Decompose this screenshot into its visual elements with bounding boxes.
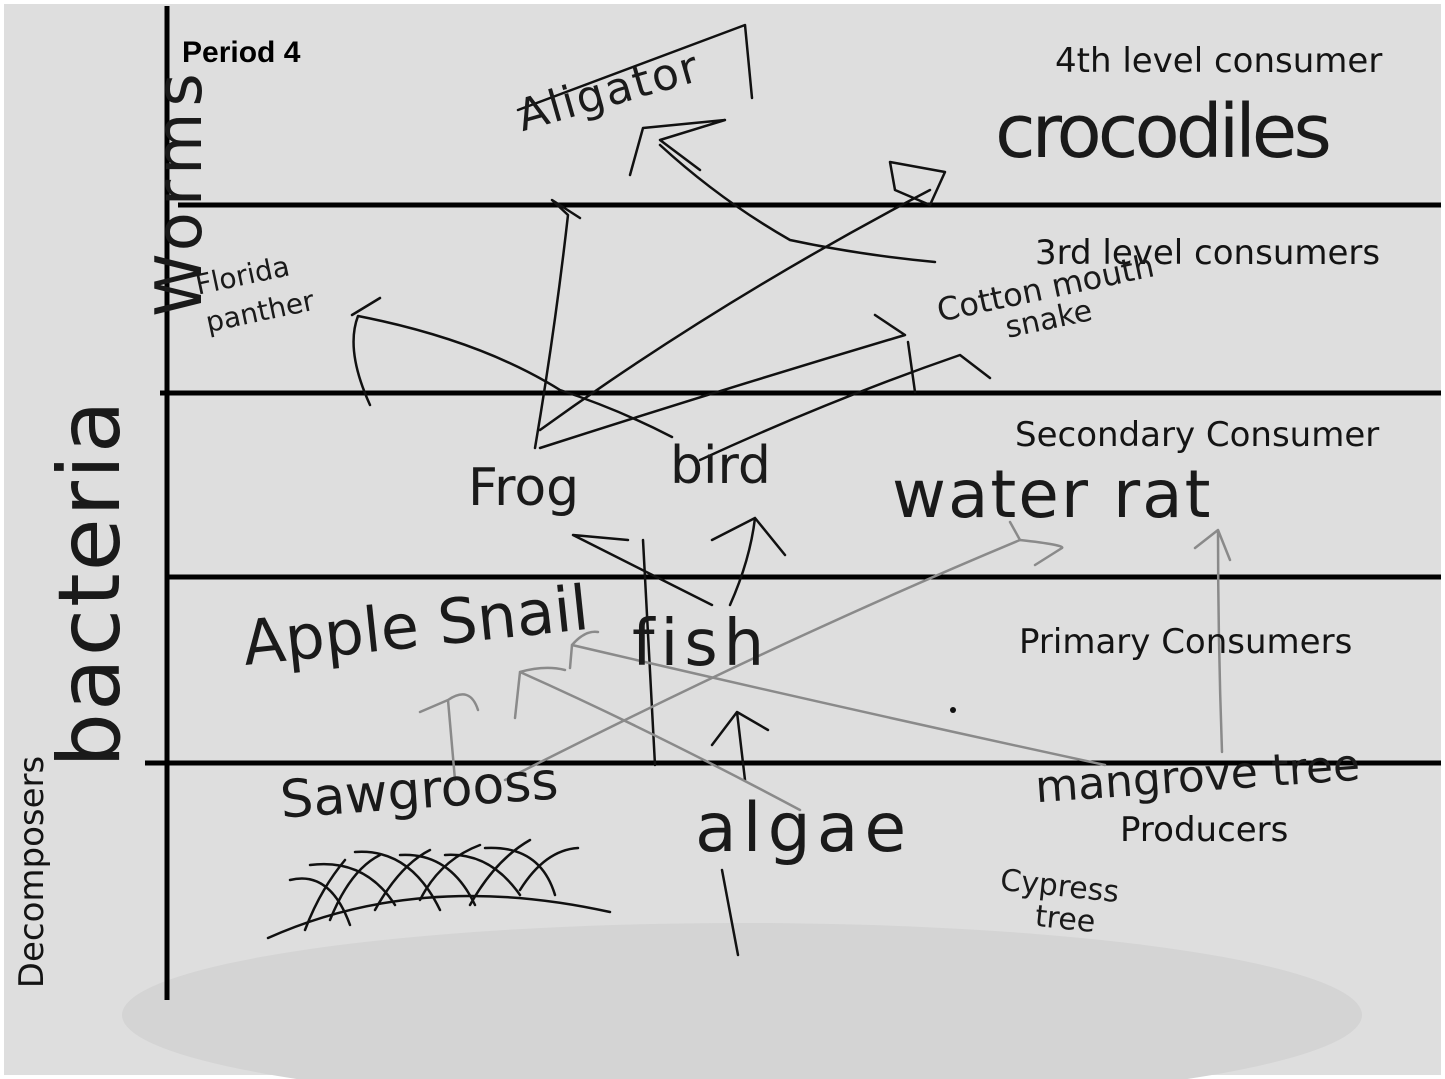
arrow-algae-to-snail — [513, 666, 802, 812]
decomposers-label: Decomposers — [12, 755, 52, 989]
gray-arrows — [418, 520, 1232, 812]
arrow-mangrove-to-rat — [1193, 528, 1232, 754]
crocodiles-handwriting: crocodiles — [995, 89, 1332, 175]
algae-stem — [720, 868, 740, 957]
fish-divider-stroke — [641, 538, 657, 767]
arrow-mangrove-to-snail — [568, 630, 1107, 767]
arrow-algae-to-fish — [710, 710, 770, 782]
level-primary-label: Primary Consumers — [1019, 622, 1353, 662]
level-secondary-label: Secondary Consumer — [1015, 415, 1380, 455]
period-label: Period 4 — [182, 36, 301, 69]
frog-handwriting: Frog — [468, 458, 580, 518]
level-3rd-consumers-label: 3rd level consumers — [1035, 233, 1381, 273]
arrow-frog-to-crocodile — [538, 188, 932, 432]
arrow-sawgrass-to-rat — [503, 520, 1064, 782]
black-arrows — [266, 23, 992, 957]
worms-handwriting: Worms — [143, 67, 217, 317]
arrow-frog-to-aligator — [533, 198, 582, 450]
bacteria-handwriting: bacteria — [40, 398, 140, 768]
ground-shape — [122, 923, 1362, 1079]
arrow-sawgrass-to-snail — [418, 693, 480, 782]
level-4th-consumer-label: 4th level consumer — [1055, 41, 1383, 81]
algae-handwriting: algae — [695, 789, 913, 868]
bird-handwriting: bird — [670, 436, 771, 496]
snake-mark — [906, 340, 917, 394]
cypress-handwriting-line2: tree — [1033, 898, 1098, 941]
sawgrass-blades — [288, 838, 580, 932]
aligator-head-stroke — [628, 118, 727, 177]
arrow-fish-to-frog — [571, 533, 714, 607]
arrow-to-panther — [352, 314, 674, 439]
ink-dot — [950, 707, 956, 713]
level-producers-label: Producers — [1120, 810, 1289, 850]
arrow-fish-to-bird — [710, 516, 787, 607]
aligator-box-stroke — [516, 23, 754, 112]
arrow-frog-to-snake — [538, 313, 907, 450]
arrow-snake-to-aligator — [658, 143, 937, 264]
fish-handwriting: fish — [632, 607, 771, 681]
crocodile-arrowhead — [888, 160, 947, 207]
water-rat-handwriting: water rat — [892, 456, 1213, 533]
canvas-background — [4, 4, 1441, 1075]
panther-arrowhead — [350, 296, 382, 317]
arrow-rat-to-snake — [698, 353, 992, 462]
